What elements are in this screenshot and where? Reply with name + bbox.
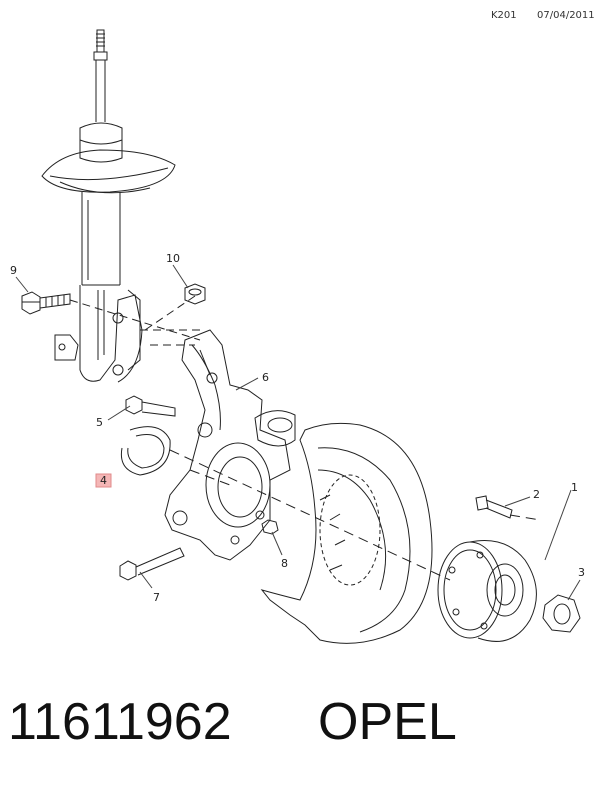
callout-4[interactable]: 4: [100, 474, 107, 487]
bolt-9: [21, 291, 71, 315]
part-number: 11611962: [8, 693, 232, 751]
nut-10: [184, 283, 206, 305]
hub-nut-3: [542, 594, 581, 633]
strut-assembly: [41, 29, 176, 383]
bolt-7: [119, 547, 185, 581]
callout-1[interactable]: 1: [571, 481, 578, 494]
callout-10[interactable]: 10: [166, 252, 180, 265]
wheel-stud-2: [475, 495, 513, 519]
diagram-date: 07/04/2011: [537, 10, 595, 21]
callout-9[interactable]: 9: [10, 264, 17, 277]
axis-line: [169, 449, 541, 581]
exploded-parts-diagram: 4 1 2 3 5 6 7 8 9 10: [10, 29, 585, 644]
callout-7[interactable]: 7: [153, 591, 160, 604]
callout-4-highlight: [95, 473, 112, 488]
bolt-5: [125, 395, 176, 417]
brand-name: OPEL: [318, 693, 457, 751]
leader-lines: [15, 264, 581, 601]
brake-dust-shield: [260, 422, 433, 644]
callout-3[interactable]: 3: [578, 566, 585, 579]
diagram-code: K201: [491, 10, 517, 21]
callout-2[interactable]: 2: [533, 488, 540, 501]
sensor-ring-4: [120, 426, 171, 476]
callout-5[interactable]: 5: [96, 416, 103, 429]
wheel-hub: [437, 539, 537, 642]
steering-knuckle: [164, 329, 296, 561]
nut-8: [261, 519, 279, 535]
callout-8[interactable]: 8: [281, 557, 288, 570]
callout-labels: 4 1 2 3 5 6 7 8 9 10: [10, 252, 585, 604]
callout-6[interactable]: 6: [262, 371, 269, 384]
alignment-lines-upper: [69, 295, 205, 346]
